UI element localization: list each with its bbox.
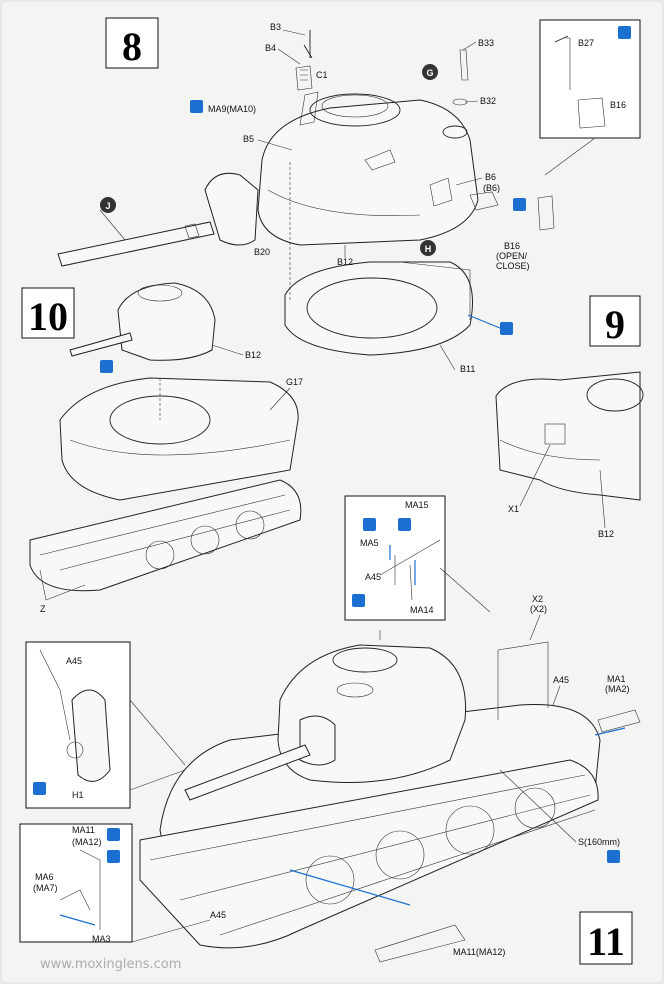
step-11: 11 MA15 MA5 A45 MA14 X2 (X2) <box>19 495 641 965</box>
label-a45-wheel: A45 <box>66 656 82 666</box>
label-b6-paren: (B6) <box>483 183 500 193</box>
hull-drawing <box>59 377 299 501</box>
label-b3: B3 <box>270 22 281 32</box>
cement-icon <box>618 26 631 39</box>
cement-icon <box>33 782 46 795</box>
turret-drawing <box>257 99 479 246</box>
label-ma11: MA11 <box>72 825 95 835</box>
step-10-number: 10 <box>28 294 68 339</box>
label-a45-callout: A45 <box>365 572 381 582</box>
svg-text:H: H <box>425 244 432 254</box>
label-ma1: MA1 <box>607 674 626 684</box>
up-arrow-icon <box>107 850 120 863</box>
label-b27: B27 <box>578 38 594 48</box>
detail-callout-ma11 <box>19 823 133 943</box>
step-8: 8 B3 B4 C1 B33 B32 MA9(MA10) B5 <box>57 17 641 374</box>
label-a45-main: A45 <box>553 675 569 685</box>
label-ma5: MA5 <box>360 538 379 548</box>
label-g17: G17 <box>286 377 303 387</box>
label-c1: C1 <box>316 70 328 80</box>
label-b4: B4 <box>265 43 276 53</box>
label-x1: X1 <box>508 504 519 514</box>
label-x2-paren: (X2) <box>530 604 547 614</box>
label-b12-step9: B12 <box>598 529 614 539</box>
detail-callout-b16 <box>539 19 641 139</box>
label-b16: B16 <box>504 241 520 251</box>
track-run <box>29 479 302 592</box>
watermark: www.moxinglens.com <box>40 957 181 972</box>
part-marker-h <box>420 240 436 256</box>
cement-icon <box>107 828 120 841</box>
label-h1: H1 <box>72 790 84 800</box>
label-ma12: (MA12) <box>72 837 102 847</box>
label-b16-close: CLOSE) <box>496 261 530 271</box>
up-arrow-icon <box>363 518 376 531</box>
label-a45-lower: A45 <box>210 910 226 920</box>
label-ma6: MA6 <box>35 872 54 882</box>
cement-icon <box>352 594 365 607</box>
step-8-number: 8 <box>122 24 142 69</box>
label-b33: B33 <box>478 38 494 48</box>
step-9-number: 9 <box>605 302 625 347</box>
step-11-number: 11 <box>587 919 625 964</box>
loader-port <box>442 125 468 139</box>
label-x2: X2 <box>532 594 543 604</box>
gun-barrel <box>57 221 215 267</box>
step-10-box <box>21 287 75 339</box>
label-ma9: MA9(MA10) <box>208 104 256 114</box>
svg-text:G: G <box>426 68 433 78</box>
label-ma15: MA15 <box>405 500 429 510</box>
label-b16-callout: B16 <box>610 100 626 110</box>
flip-icon <box>607 850 620 863</box>
step-9-box <box>589 295 641 347</box>
label-ma2: (MA2) <box>605 684 630 694</box>
svg-text:J: J <box>105 201 110 211</box>
label-b12-step10: B12 <box>245 350 261 360</box>
label-b5: B5 <box>243 134 254 144</box>
flip-icon <box>513 198 526 211</box>
label-b11: B11 <box>460 364 475 374</box>
label-ma3: MA3 <box>92 934 111 944</box>
label-b12: B12 <box>337 257 353 267</box>
label-b20: B20 <box>254 247 270 257</box>
turret-ring <box>284 261 473 356</box>
label-ma7: (MA7) <box>33 883 58 893</box>
cement-icon <box>398 518 411 531</box>
label-b32: B32 <box>480 96 496 106</box>
cement-icon <box>100 360 113 373</box>
label-b6: B6 <box>485 172 496 182</box>
step-10: 10 B12 G17 Z <box>21 282 303 614</box>
label-ma11-main: MA11(MA12) <box>453 947 505 957</box>
label-s160: S(160mm) <box>578 837 620 847</box>
label-z: Z <box>40 604 46 614</box>
label-b16-open: (OPEN/ <box>496 251 528 261</box>
cement-icon <box>190 100 203 113</box>
step-9: 9 X1 B12 <box>495 295 644 539</box>
step-8-box <box>105 17 159 69</box>
gun-mantlet <box>204 172 259 246</box>
part-marker-g <box>422 64 438 80</box>
main-gun <box>184 744 311 801</box>
part-marker-j <box>100 197 116 213</box>
step-11-box <box>579 911 633 965</box>
tank-tracks <box>139 759 599 949</box>
commander-hatch <box>309 93 401 127</box>
turret-side-detail <box>495 371 641 501</box>
label-ma14: MA14 <box>410 605 434 615</box>
flip-icon <box>500 322 513 335</box>
